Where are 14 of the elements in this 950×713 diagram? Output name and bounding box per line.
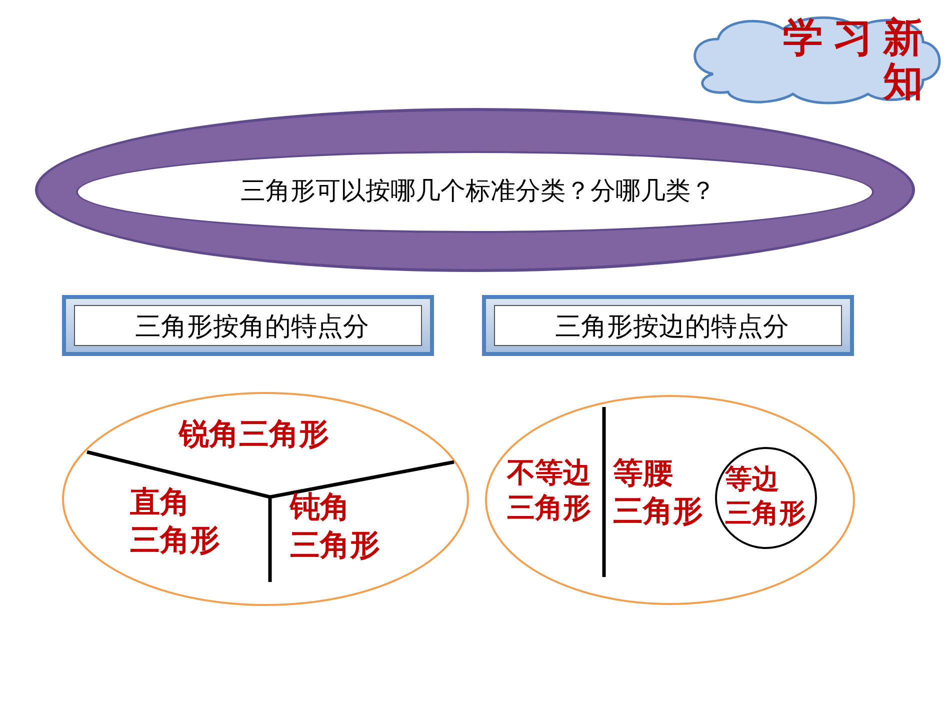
heading-text: 三角形可以按哪几个标准分类？分哪几类？ [240,175,716,206]
heading-text: 三角形按角的特点分 [134,311,370,344]
triangle-type-label: 直角三角形 [130,484,221,559]
triangle-type-label: 不等边三角形 [507,455,592,525]
heading-panel [482,295,854,356]
classification-ellipse [62,392,469,606]
heading-panel [62,295,434,356]
triangle-type-label: 等腰三角形 [613,455,704,530]
cloud-title: 学习新知 [782,16,933,104]
triangle-type-label: 等边三角形 [725,463,807,530]
triangle-type-label: 钝角三角形 [290,489,381,564]
heading-text: 三角形按边的特点分 [554,311,790,344]
triangle-type-label: 锐角三角形 [179,416,330,454]
classification-ellipse [485,395,855,605]
